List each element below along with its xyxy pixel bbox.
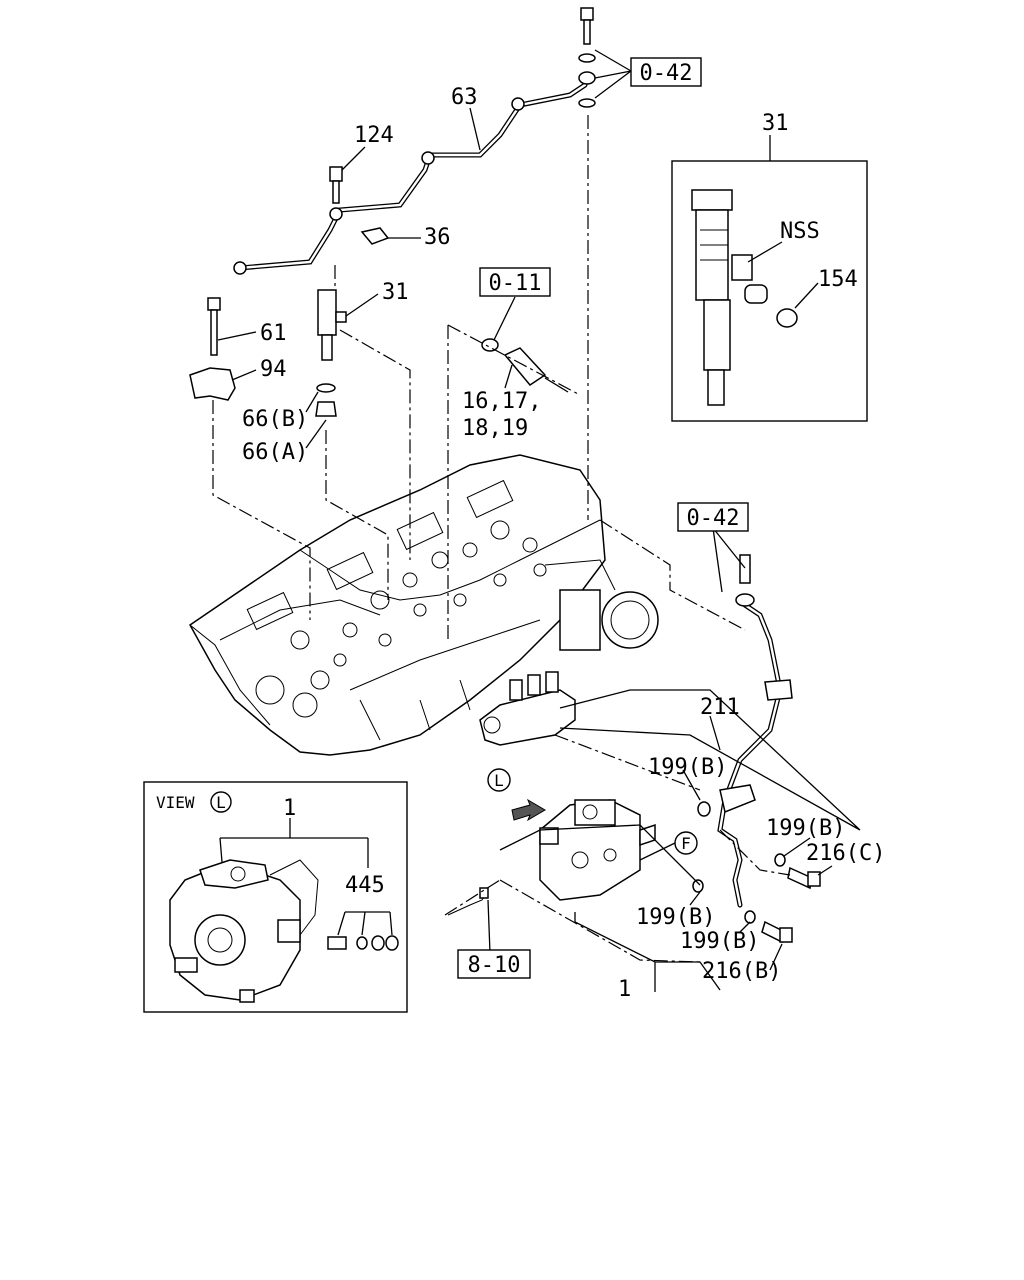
label-1-bottom: 1	[618, 977, 631, 1002]
stud-61	[207, 297, 221, 356]
circle-l-text: L	[494, 771, 504, 790]
label-216c: 216(C)	[806, 841, 885, 866]
view-l-plug-445	[327, 935, 399, 951]
label-31-inset: 31	[762, 111, 789, 136]
common-rail	[479, 671, 576, 746]
label-445: 445	[345, 873, 385, 898]
label-94: 94	[260, 357, 287, 382]
gasket-199b-4	[744, 910, 756, 924]
clamp-36	[360, 227, 390, 245]
circle-f-text: F	[681, 834, 691, 853]
label-154: 154	[818, 267, 858, 292]
alignment-lines	[212, 115, 791, 963]
circle-l	[487, 768, 511, 792]
gasket-199b-3	[692, 879, 704, 893]
label-1-view: 1	[283, 796, 296, 821]
ref-label-0-42-right: 0-42	[687, 506, 740, 531]
banjo-bolt-top	[578, 7, 596, 108]
ref-box-0-42-top	[630, 57, 702, 87]
label-61: 61	[260, 321, 287, 346]
ref-box-8-10	[457, 949, 531, 979]
label-199b-1: 199(B)	[648, 755, 727, 780]
leader-lines	[217, 49, 861, 992]
label-nss: NSS	[780, 219, 820, 244]
view-l-circle-text: L	[216, 793, 226, 812]
injector-detail	[691, 189, 798, 406]
label-16-17: 16,17,	[462, 389, 541, 414]
ref-label-0-11: 0-11	[489, 271, 542, 296]
injector-31	[315, 289, 347, 417]
label-36: 36	[424, 225, 451, 250]
bolt-216c	[787, 866, 821, 890]
fuel-return-pipe	[722, 554, 793, 803]
label-63: 63	[451, 85, 478, 110]
ref-label-0-42-top: 0-42	[640, 61, 693, 86]
label-66b: 66(B)	[242, 407, 308, 432]
cylinder-head	[189, 454, 659, 756]
clamp-94	[189, 367, 236, 401]
label-18-19: 18,19	[462, 416, 528, 441]
label-view: VIEW	[156, 793, 195, 812]
ref-box-0-42-right	[677, 502, 749, 532]
label-66a: 66(A)	[242, 440, 308, 465]
injector-pipe-63	[233, 82, 588, 275]
view-l-circle	[210, 791, 232, 813]
circle-f	[674, 831, 698, 855]
pump-outlet-pipe	[717, 784, 756, 908]
label-211: 211	[700, 695, 740, 720]
bolt-216b	[761, 920, 793, 944]
label-199b-2: 199(B)	[766, 816, 845, 841]
view-l-pump	[169, 859, 319, 1003]
ref-box-0-11	[479, 267, 551, 297]
harness-connector	[479, 887, 489, 899]
bolt-124	[329, 166, 343, 204]
ref-label-8-10: 8-10	[468, 953, 521, 978]
gasket-199b-1	[697, 801, 711, 817]
label-31-main: 31	[382, 280, 409, 305]
view-arrow	[511, 798, 546, 822]
label-216b: 216(B)	[702, 959, 781, 984]
label-199b-4: 199(B)	[680, 929, 759, 954]
supply-pump	[539, 799, 656, 901]
label-124: 124	[354, 123, 394, 148]
label-199b-3: 199(B)	[636, 905, 715, 930]
gasket-199b-2	[774, 853, 786, 867]
